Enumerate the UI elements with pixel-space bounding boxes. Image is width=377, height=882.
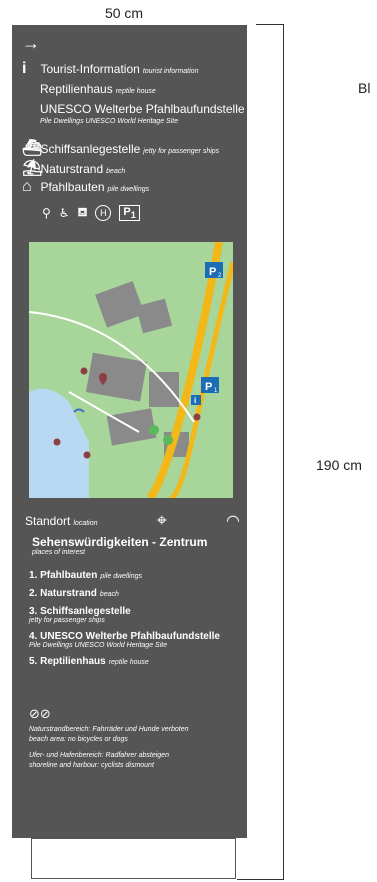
unesco-row: UNESCO Welterbe Pfahlbaufundstelle Pile … (40, 102, 245, 125)
rules-note: ⊘⊘ Naturstrandbereich: Fahrräder und Hun… (29, 705, 249, 770)
area-map: P 2 P 1 i (29, 242, 233, 498)
dimension-line-vertical (283, 24, 284, 880)
info-icon: i (22, 60, 27, 77)
service-symbols: ⚲ ♿ ⛾ H P1 (42, 205, 140, 222)
sign-base (31, 838, 236, 879)
svg-text:P: P (209, 266, 216, 278)
location-label: Standort (25, 513, 71, 528)
toilet-icon: ⚲ (42, 206, 51, 221)
wifi-icon: ◠ (226, 512, 240, 530)
height-label: 190 cm (316, 457, 362, 473)
location-pin-icon: ⌖ (156, 510, 167, 530)
corner-text: Bl (358, 80, 371, 96)
bicycle-parking-icon: ⛾ (77, 205, 88, 220)
museum-icon: ⌂ (22, 178, 32, 195)
dimension-line-top (256, 24, 283, 25)
dimension-line-bottom (237, 879, 283, 880)
no-bicycle-no-dog-icon: ⊘⊘ (29, 706, 51, 721)
ship-icon: ⛴ (22, 140, 43, 157)
sights-title: Sehenswürdigkeiten - Zentrum places of i… (32, 535, 208, 556)
svg-text:P: P (205, 381, 212, 393)
svg-text:1: 1 (214, 388, 218, 394)
accessible-toilet-icon: ♿ (58, 206, 70, 221)
beach-icon: ⛱ (22, 160, 43, 177)
bus-stop-icon: H (95, 205, 112, 222)
svg-text:2: 2 (218, 273, 222, 279)
direction-arrow-icon: → (22, 33, 40, 53)
svg-text:i: i (194, 396, 196, 405)
width-label: 50 cm (104, 5, 144, 21)
parking-icon: P1 (119, 205, 140, 222)
